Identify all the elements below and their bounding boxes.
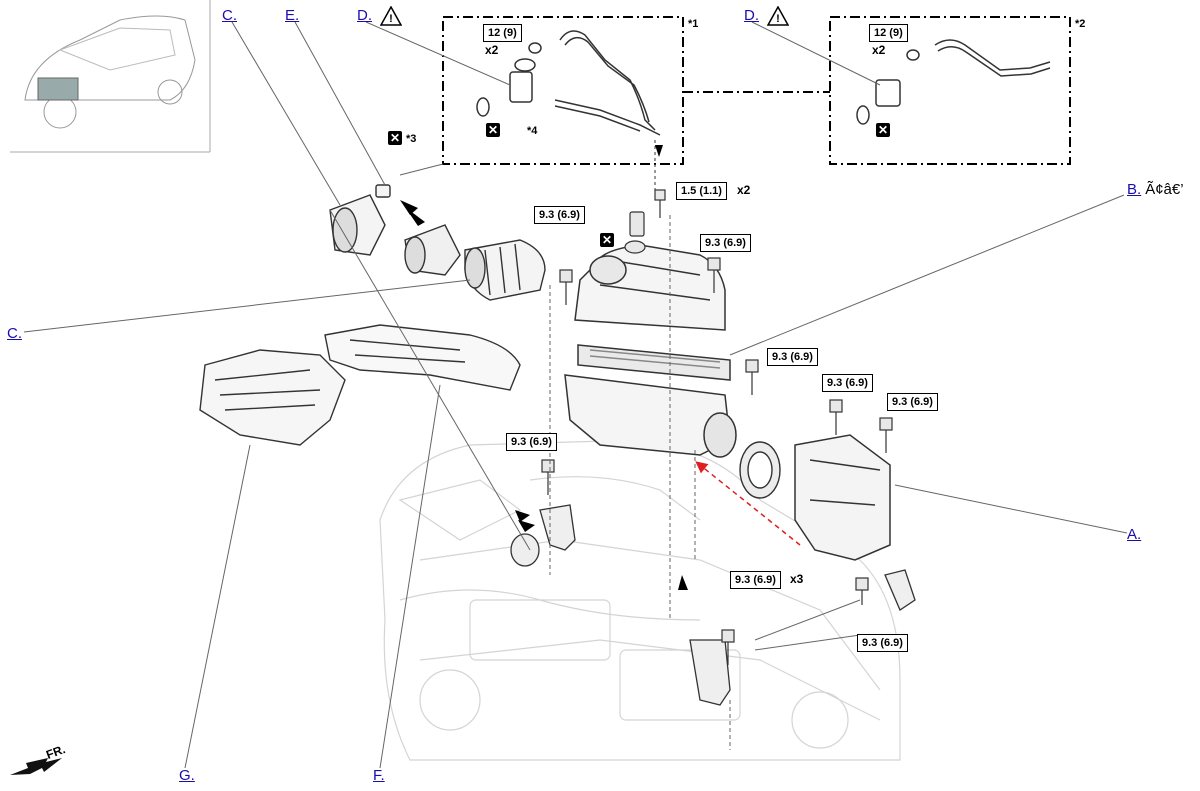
callout-c-left[interactable]: C. xyxy=(7,325,22,342)
torque-spec: 9.3 (6.9) xyxy=(700,234,751,252)
torque-spec: 9.3 (6.9) xyxy=(822,374,873,392)
callout-b-label[interactable]: B. xyxy=(1127,181,1142,198)
quantity-label: x3 xyxy=(790,572,804,586)
callout-d-right[interactable]: D. xyxy=(744,7,759,24)
front-direction-arrow-icon xyxy=(10,758,62,775)
leader-lines xyxy=(23,21,1128,769)
air-intake-duct-g xyxy=(199,349,346,446)
vehicle-location-inset xyxy=(10,0,211,153)
svg-text:!: ! xyxy=(389,13,393,25)
detail-box-2 xyxy=(829,16,1071,165)
note-marker: *1 xyxy=(688,18,699,30)
air-cleaner-case xyxy=(564,374,737,458)
note-marker: *3 xyxy=(406,133,417,145)
hose-clamp xyxy=(510,533,540,567)
quantity-label: x2 xyxy=(737,183,751,197)
torque-spec: 12 (9) xyxy=(483,24,522,42)
torque-spec: 9.3 (6.9) xyxy=(506,433,557,451)
breather-hose-1 xyxy=(476,30,661,136)
callout-a[interactable]: A. xyxy=(1127,526,1142,543)
torque-spec: 9.3 (6.9) xyxy=(730,571,781,589)
non-reusable-part-icon: ✕ xyxy=(600,233,614,247)
breather-hose-2 xyxy=(856,39,1051,125)
callout-b-suffix: Ã¢â€’ xyxy=(1145,181,1184,198)
callout-d-left[interactable]: D. xyxy=(357,7,372,24)
callout-c-top[interactable]: C. xyxy=(222,7,237,24)
air-intake-duct-f xyxy=(324,324,521,391)
air-intake-hose xyxy=(464,239,546,301)
assembly-guide-line-red xyxy=(695,461,801,546)
quantity-label: x2 xyxy=(485,43,499,57)
torque-spec: 9.3 (6.9) xyxy=(767,348,818,366)
quantity-label: x2 xyxy=(872,43,886,57)
bracket-center xyxy=(689,639,731,706)
note-marker: *2 xyxy=(1075,18,1086,30)
svg-text:!: ! xyxy=(776,13,780,25)
callout-g[interactable]: G. xyxy=(179,767,195,784)
bolts xyxy=(541,189,893,665)
torque-spec: 1.5 (1.1) xyxy=(676,182,727,200)
note-marker: *4 xyxy=(527,125,538,137)
air-flow-meter xyxy=(329,184,391,256)
callout-b[interactable]: B.Ã¢â€’ xyxy=(1127,181,1184,198)
torque-spec: 9.3 (6.9) xyxy=(534,206,585,224)
intake-resonator-ring xyxy=(404,224,461,276)
torque-spec: 9.3 (6.9) xyxy=(887,393,938,411)
torque-spec: 9.3 (6.9) xyxy=(857,634,908,652)
non-reusable-part-icon: ✕ xyxy=(388,131,402,145)
warning-triangle-icon: ! xyxy=(380,6,402,26)
detail-box-1 xyxy=(442,16,684,165)
bracket-left xyxy=(539,504,576,551)
torque-spec: 12 (9) xyxy=(869,24,908,42)
direction-arrows xyxy=(400,145,688,590)
warning-triangle-icon: ! xyxy=(767,6,789,26)
air-cleaner-element xyxy=(577,344,731,381)
intake-pipe-a xyxy=(794,434,891,561)
callout-f[interactable]: F. xyxy=(373,767,385,784)
non-reusable-part-icon: ✕ xyxy=(486,123,500,137)
callout-e[interactable]: E. xyxy=(285,7,300,24)
bracket-right xyxy=(884,569,916,611)
non-reusable-part-icon: ✕ xyxy=(876,123,890,137)
air-cleaner-cap xyxy=(574,244,726,331)
air-cleaner-connector xyxy=(739,441,781,499)
